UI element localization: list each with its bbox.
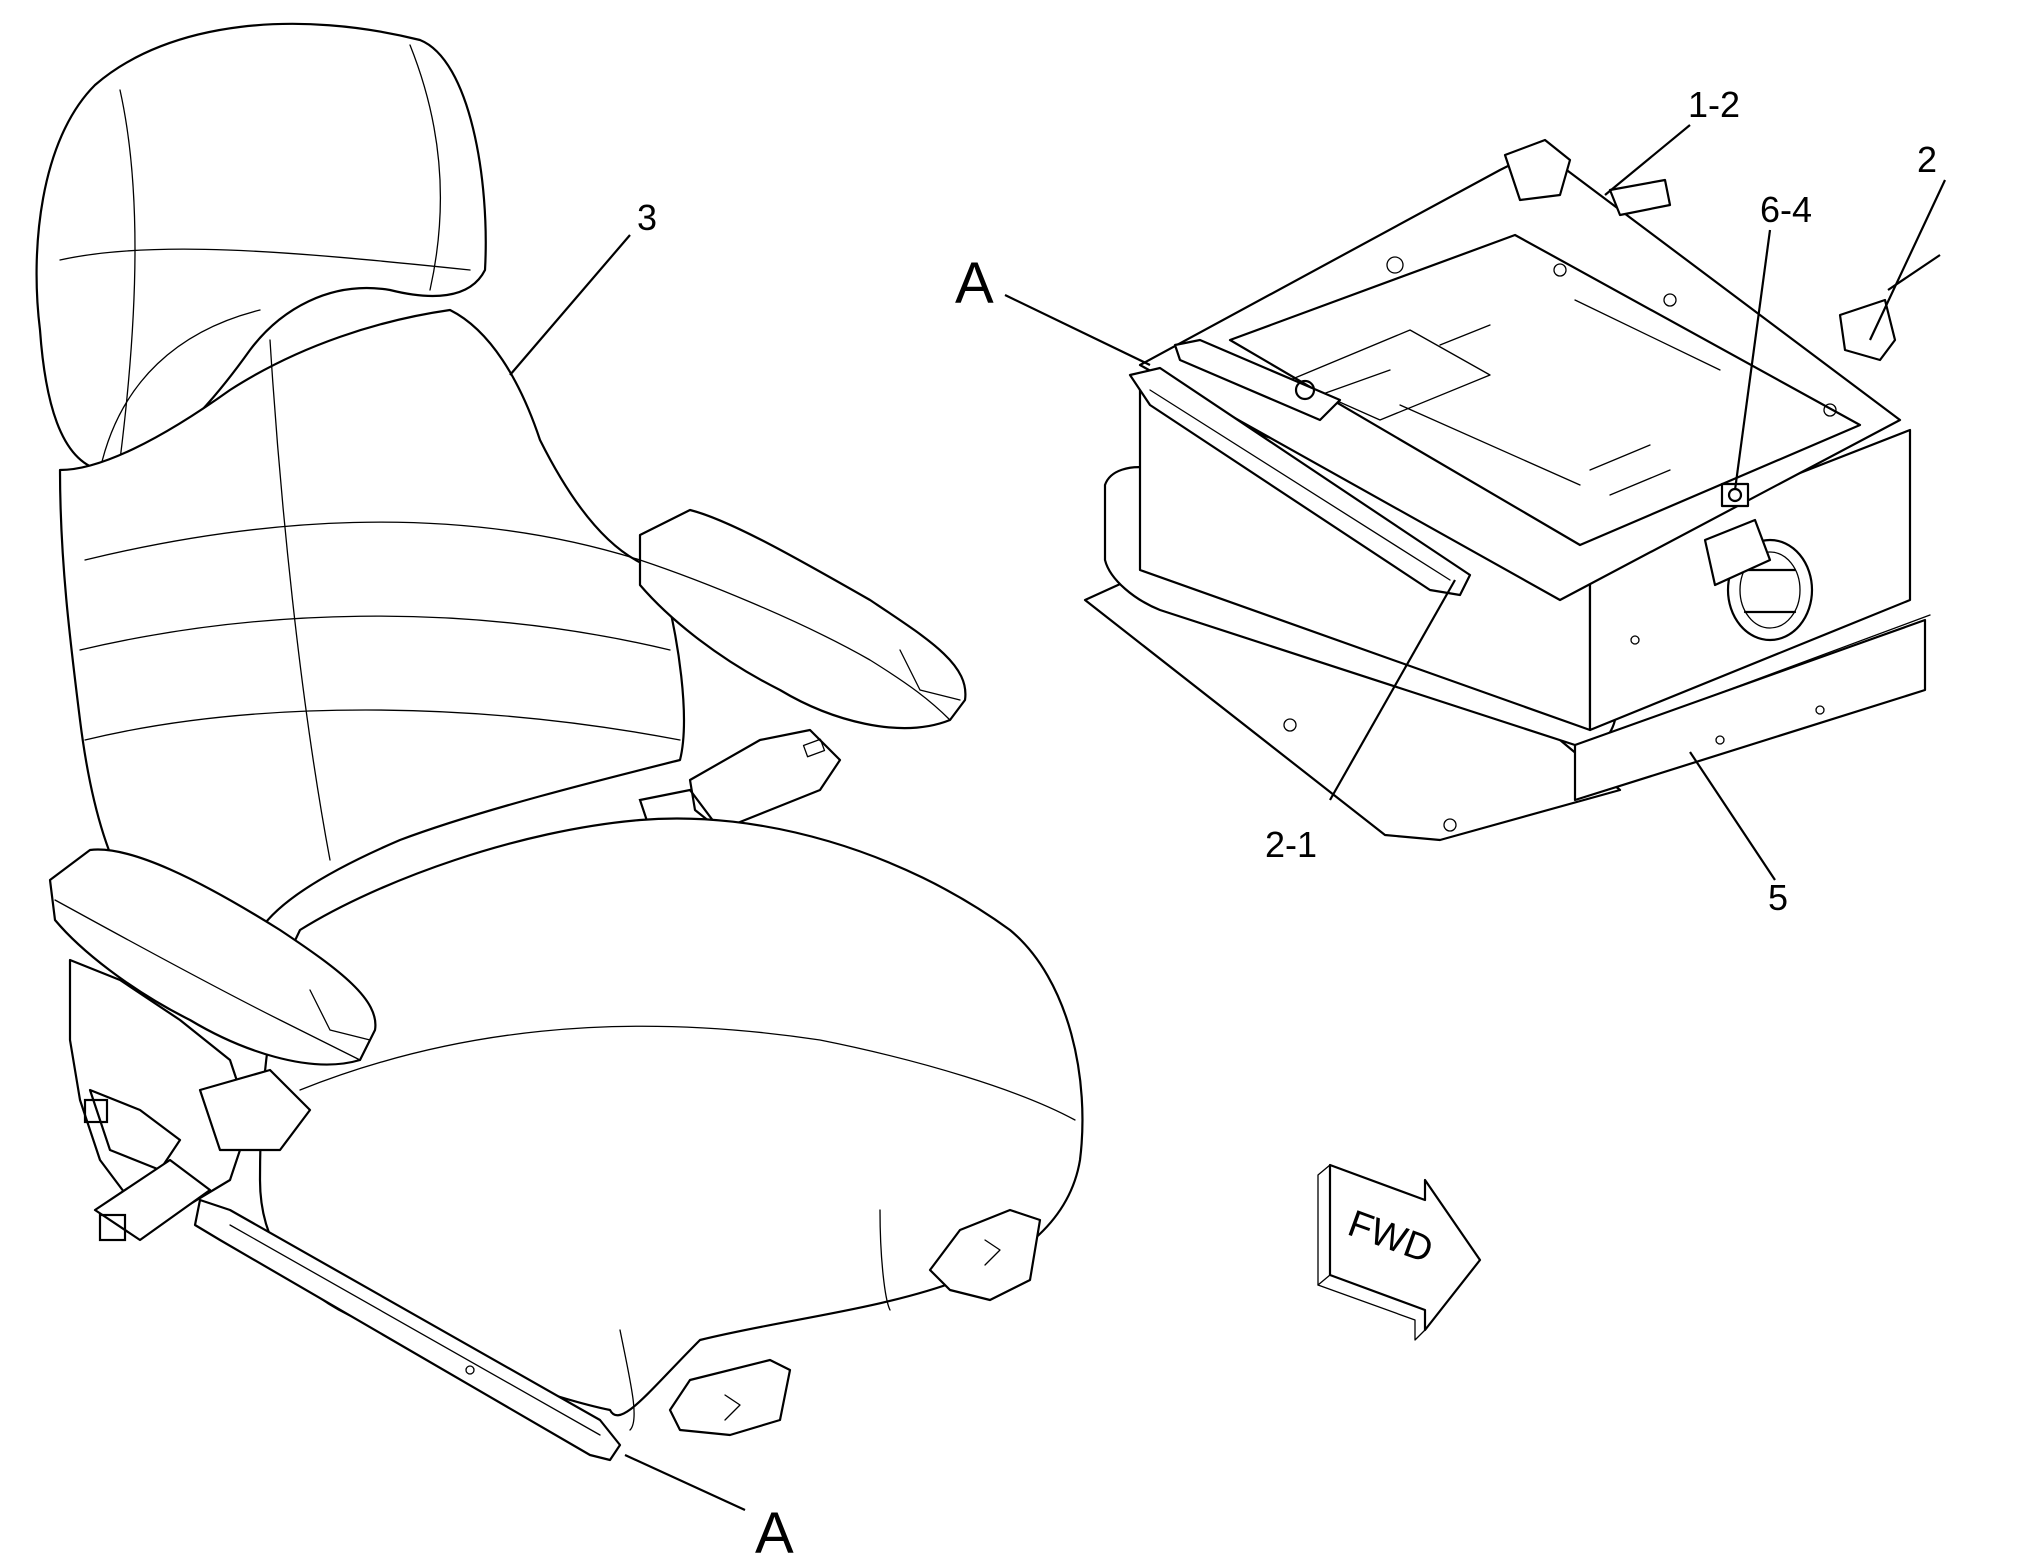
callout-6-4: 6-4	[1760, 189, 1812, 230]
left-armrest	[48, 848, 377, 1066]
seat-suspension-drawing	[1083, 138, 1931, 842]
slide-lock-bracket	[1173, 338, 1342, 422]
right-armrest	[638, 508, 967, 730]
callout-1-2: 1-2	[1688, 84, 1740, 125]
suspension-side-rail	[1573, 618, 1927, 802]
callout-2-1: 2-1	[1265, 824, 1317, 865]
forward-direction-arrow: FWD	[1317, 1163, 1482, 1341]
seat-adjust-lever-rear	[928, 1208, 1042, 1302]
rear-hook-right	[1838, 298, 1897, 362]
adjustment-knob	[1703, 518, 1814, 642]
leader-lines	[509, 124, 1946, 1511]
seat-adjust-lever-front	[668, 1358, 792, 1437]
seat-slide-top-plate	[1138, 148, 1902, 602]
callout-3: 3	[637, 197, 657, 238]
callout-2: 2	[1917, 139, 1937, 180]
seat-side-mechanism	[68, 958, 252, 1212]
callout-5: 5	[1768, 877, 1788, 918]
operator-seat-drawing	[35, 22, 1084, 1462]
rear-hook-left	[1503, 138, 1572, 202]
callout-A-lower: A	[755, 1501, 794, 1559]
callout-A-upper: A	[955, 251, 994, 316]
callout-labels: 1-2 2 6-4 3 A 2-1 5 A	[637, 84, 1937, 1559]
seat-belt-buckle	[688, 728, 842, 832]
